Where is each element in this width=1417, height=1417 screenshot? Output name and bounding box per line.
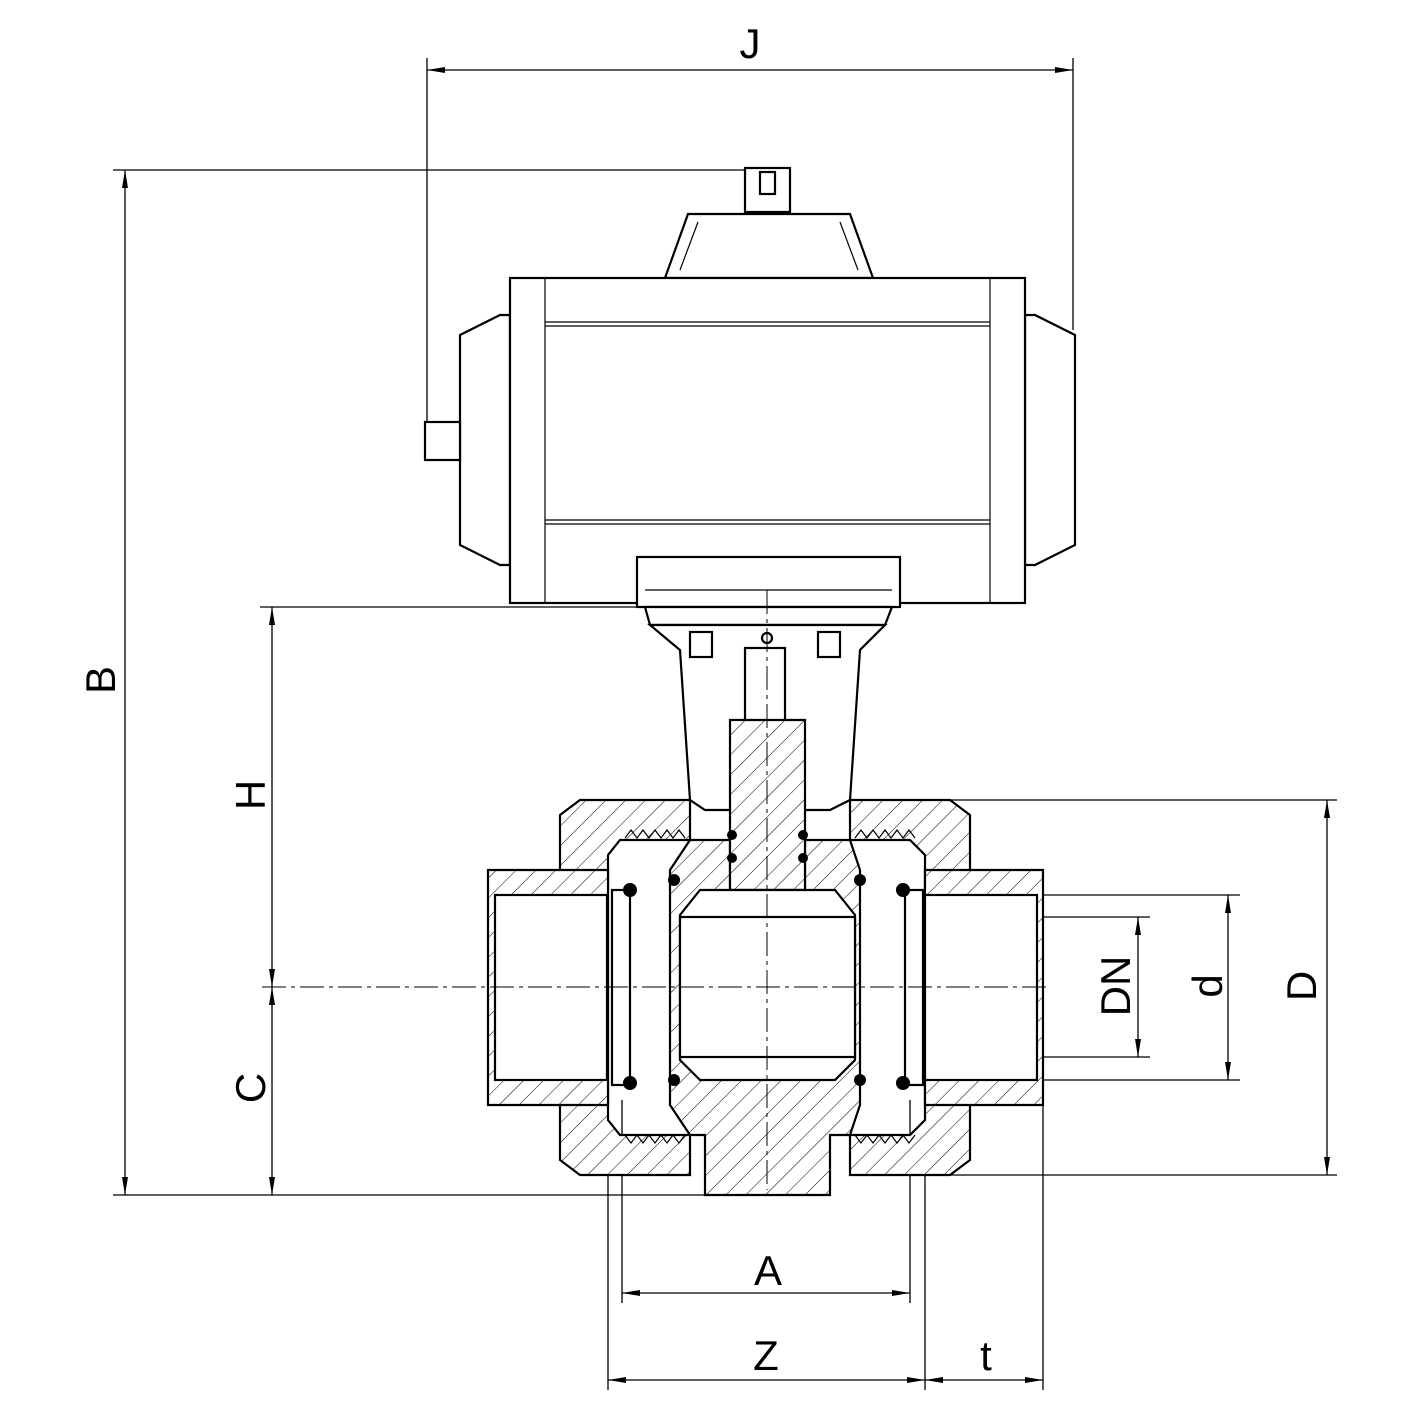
label-H: H <box>227 780 274 810</box>
adjustment-screw <box>423 420 462 462</box>
label-J: J <box>740 20 761 67</box>
left-end-cap <box>458 313 512 567</box>
thread-top-right <box>854 829 916 839</box>
actuator-body <box>508 276 1027 605</box>
label-D: D <box>1278 971 1325 1001</box>
label-DN: DN <box>1092 956 1139 1017</box>
label-B: B <box>77 666 124 694</box>
position-indicator <box>663 212 875 280</box>
label-Z: Z <box>753 1332 779 1379</box>
thread-top-left <box>624 829 686 839</box>
right-end-cap <box>1023 313 1077 567</box>
label-C: C <box>227 1073 274 1103</box>
thread-bottom-right <box>854 1134 916 1144</box>
mounting-flange <box>635 555 902 609</box>
label-t: t <box>980 1332 992 1379</box>
dimension-lines <box>122 67 1330 1383</box>
pneumatic-actuator <box>423 166 1077 609</box>
o-rings <box>623 830 910 1090</box>
valve-body <box>486 718 1045 1197</box>
label-d: d <box>1184 974 1231 997</box>
label-A: A <box>754 1247 782 1294</box>
thread-bottom-left <box>624 1134 686 1144</box>
